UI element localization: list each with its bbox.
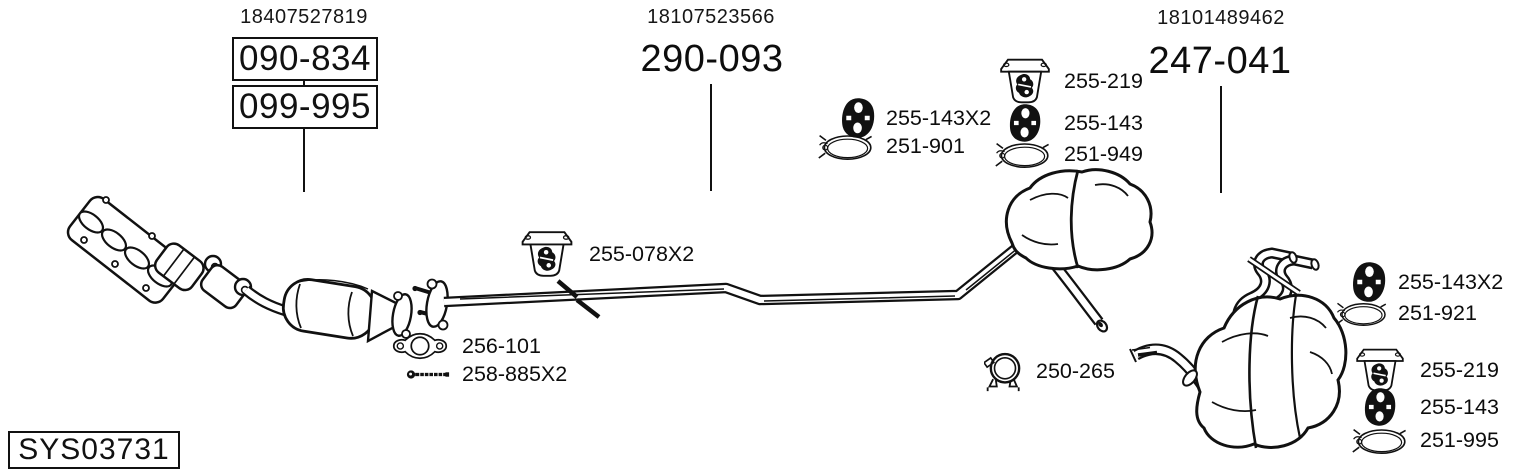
front-pipe-drawing xyxy=(443,235,1030,319)
part-number: 251-995 xyxy=(1420,427,1499,452)
callout-center-pipe-clamp: 251-901 xyxy=(816,130,965,162)
clamp-ring-icon xyxy=(994,142,1050,168)
bolt-icon xyxy=(405,369,450,380)
callout-connector-clamp: 250-265 xyxy=(984,348,1115,394)
hanger-bracket-icon xyxy=(521,231,572,277)
catalytic-converter-drawing xyxy=(242,278,413,344)
part-number-box-manifold: 090-834 xyxy=(232,37,378,81)
callout-center-muffler-clamp: 251-949 xyxy=(992,138,1143,170)
part-number: 250-265 xyxy=(1036,358,1115,383)
rubber-mount-icon xyxy=(1364,388,1396,426)
part-number-center-pipe: 290-093 xyxy=(640,38,784,80)
callout-rear-muffler-mount: 255-143X2 xyxy=(1350,260,1503,304)
part-number: 258-885X2 xyxy=(462,362,568,386)
leader-lines xyxy=(303,79,1222,193)
band-clamp-icon xyxy=(984,352,1021,393)
hanger-bracket-icon xyxy=(1000,58,1050,104)
oe-number-left: 18407527819 xyxy=(240,6,368,28)
callout-rear-muffler-clamp: 251-921 xyxy=(1336,298,1477,328)
callout-tailpipe-bracket: 255-219 xyxy=(1350,348,1499,392)
callout-flange-bolt: 258-885X2 xyxy=(405,362,567,387)
part-number: 255-078X2 xyxy=(589,241,695,266)
callout-tailpipe-clamp: 251-995 xyxy=(1350,424,1499,456)
part-number: 255-143X2 xyxy=(1398,269,1504,294)
exhaust-manifold-drawing xyxy=(66,195,253,310)
part-number: 090-834 xyxy=(239,39,371,78)
center-muffler-drawing xyxy=(1004,168,1154,333)
part-number: 255-219 xyxy=(1420,357,1499,382)
callout-tailpipe-mount: 255-143 xyxy=(1350,386,1499,428)
part-number: 255-143 xyxy=(1420,394,1499,419)
part-number: 255-219 xyxy=(1064,68,1143,93)
callout-flange-gasket: 256-101 xyxy=(390,330,541,362)
clamp-ring-icon xyxy=(1336,302,1387,326)
part-number: 251-901 xyxy=(886,133,965,158)
oe-number-right: 18101489462 xyxy=(1157,7,1285,29)
system-code: SYS03731 xyxy=(18,433,170,466)
part-number: 255-143X2 xyxy=(886,105,992,130)
oe-number-center: 18107523566 xyxy=(647,6,775,28)
part-number-box-catalyst: 099-995 xyxy=(232,85,378,129)
callout-center-pipe-mount: 255-143X2 xyxy=(840,96,991,140)
callout-front-pipe-bracket: 255-078X2 xyxy=(516,228,694,280)
callout-center-muffler-bracket: 255-219 xyxy=(996,58,1143,104)
part-number-rear-muffler: 247-041 xyxy=(1148,40,1292,82)
part-number: 251-921 xyxy=(1398,300,1477,325)
part-number: 256-101 xyxy=(462,333,541,358)
clamp-ring-icon xyxy=(1352,428,1407,455)
part-number: 099-995 xyxy=(239,87,371,126)
part-number: 251-949 xyxy=(1064,141,1143,166)
rear-muffler-drawing xyxy=(1129,247,1348,449)
flange-gasket-icon xyxy=(392,332,448,360)
callout-center-muffler-mount: 255-143 xyxy=(996,102,1143,144)
system-code-box: SYS03731 xyxy=(8,431,180,469)
part-number: 255-143 xyxy=(1064,110,1143,135)
clamp-ring-icon xyxy=(817,134,873,160)
